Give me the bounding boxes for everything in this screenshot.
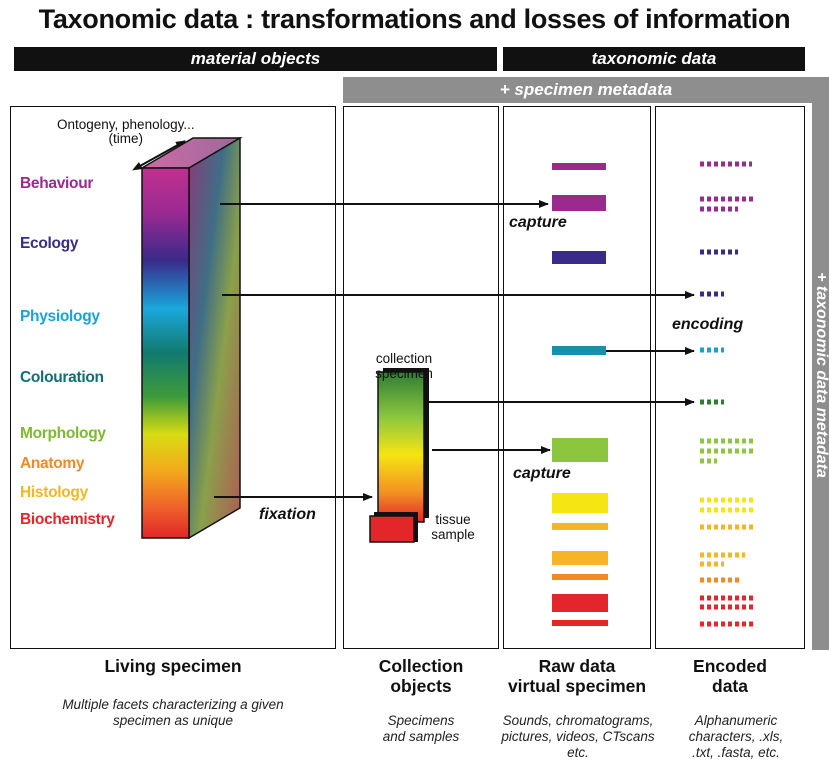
taxonomic-data-bar: taxonomic data xyxy=(503,47,805,71)
time-axis-arrow xyxy=(132,140,186,171)
col-title-living: Living specimen xyxy=(104,656,242,676)
raw-bar-histology-2 xyxy=(552,523,608,530)
facet-anatomy: Anatomy xyxy=(20,455,85,472)
col-title-encoded: Encoded data xyxy=(693,656,767,696)
raw-bar-colouration xyxy=(552,346,606,355)
raw-bar-biochem-2 xyxy=(552,620,608,626)
col-title-collection: Collection objects xyxy=(378,656,464,696)
material-objects-label: material objects xyxy=(190,49,321,68)
tissue-sample-label: tissue sample xyxy=(431,512,475,542)
raw-bar-behaviour-2 xyxy=(552,195,606,211)
collection-specimen-tube xyxy=(377,371,425,523)
specimen-bar-front xyxy=(141,167,190,539)
specimen-metadata-bar: + specimen metadata xyxy=(343,77,829,103)
col-desc-collection: Specimens and samples xyxy=(382,713,460,744)
facet-physiology: Physiology xyxy=(20,308,100,325)
facet-histology: Histology xyxy=(20,484,88,501)
facet-behaviour: Behaviour xyxy=(20,175,94,192)
facet-ecology: Ecology xyxy=(20,235,79,252)
raw-bar-anatomy-1 xyxy=(552,551,608,565)
raw-bar-histology-1 xyxy=(552,493,608,513)
raw-bar-morphology xyxy=(552,438,608,462)
raw-bar-ecology xyxy=(552,251,606,264)
time-axis-label: Ontogeny, phenology... (time) xyxy=(57,117,195,146)
specimen-metadata-label: + specimen metadata xyxy=(499,80,673,99)
col-title-raw: Raw data virtual specimen xyxy=(507,656,647,696)
specimen-bar-side xyxy=(188,136,241,540)
collection-specimen-label: collection specimen xyxy=(375,351,433,381)
taxonomic-metadata-bar: + taxonomic data metadata xyxy=(812,100,829,650)
capture-label-top: capture xyxy=(509,214,567,231)
col-desc-living: Multiple facets characterizing a given s… xyxy=(62,697,284,728)
raw-bar-anatomy-2 xyxy=(552,574,608,580)
col-desc-raw: Sounds, chromatograms, pictures, videos,… xyxy=(501,713,655,760)
facet-biochemistry: Biochemistry xyxy=(20,511,115,528)
encoded-data-dashes xyxy=(700,161,755,627)
raw-bar-biochem-1 xyxy=(552,594,608,612)
encoding-label: encoding xyxy=(672,316,744,333)
facet-colouration: Colouration xyxy=(20,369,104,386)
raw-data-bars xyxy=(552,163,608,626)
facet-morphology: Morphology xyxy=(20,425,106,442)
taxonomic-data-label: taxonomic data xyxy=(591,49,717,68)
fixation-label: fixation xyxy=(259,506,316,523)
col-desc-encoded: Alphanumeric characters, .xls, .txt, .fa… xyxy=(688,713,784,760)
capture-label-bottom: capture xyxy=(513,465,571,482)
tissue-sample-box xyxy=(369,515,415,543)
diagram-title: Taxonomic data : transformations and los… xyxy=(38,4,791,34)
raw-bar-behaviour-1 xyxy=(552,163,606,170)
material-objects-bar: material objects xyxy=(14,47,497,71)
